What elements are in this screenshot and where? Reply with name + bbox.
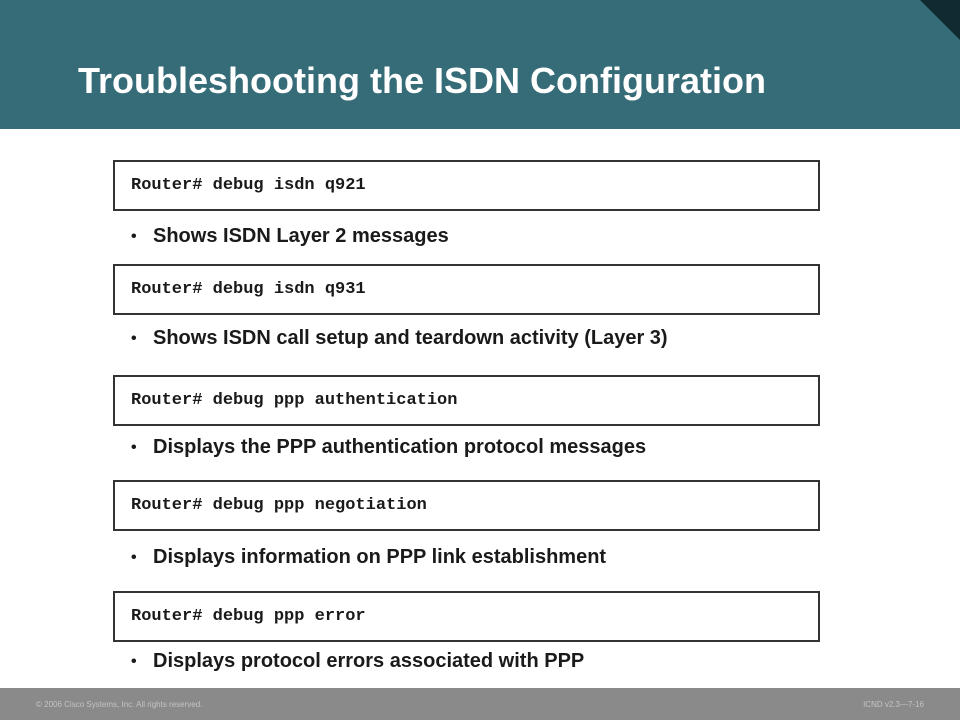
command-box: Router# debug isdn q931 bbox=[113, 264, 820, 315]
bullet-item: • Displays information on PPP link estab… bbox=[131, 546, 606, 569]
command-text: Router# debug ppp negotiation bbox=[131, 496, 427, 515]
bullet-text: Displays information on PPP link establi… bbox=[153, 546, 607, 568]
bullet-icon: • bbox=[131, 227, 137, 245]
bullet-item: • Displays the PPP authentication protoc… bbox=[131, 436, 646, 459]
slide-title: Troubleshooting the ISDN Configuration bbox=[78, 60, 766, 101]
command-text: Router# debug isdn q921 bbox=[131, 176, 366, 195]
footer-bar: © 2006 Cisco Systems, Inc. All rights re… bbox=[0, 688, 960, 720]
command-text: Router# debug ppp authentication bbox=[131, 391, 458, 410]
bullet-text: Displays the PPP authentication protocol… bbox=[153, 436, 647, 458]
command-box: Router# debug ppp negotiation bbox=[113, 480, 820, 531]
bullet-item: • Shows ISDN call setup and teardown act… bbox=[131, 327, 668, 350]
command-text: Router# debug isdn q931 bbox=[131, 280, 366, 299]
bullet-text: Displays protocol errors associated with… bbox=[153, 650, 585, 672]
command-box: Router# debug ppp error bbox=[113, 591, 820, 642]
bullet-icon: • bbox=[131, 438, 137, 456]
bullet-icon: • bbox=[131, 548, 137, 566]
command-box: Router# debug isdn q921 bbox=[113, 160, 820, 211]
command-text: Router# debug ppp error bbox=[131, 607, 366, 626]
bullet-text: Shows ISDN call setup and teardown activ… bbox=[153, 327, 668, 349]
page-reference: ICND v2.3—7-16 bbox=[863, 700, 924, 709]
command-box: Router# debug ppp authentication bbox=[113, 375, 820, 426]
bullet-icon: • bbox=[131, 652, 137, 670]
corner-triangle bbox=[920, 0, 960, 40]
copyright-text: © 2006 Cisco Systems, Inc. All rights re… bbox=[36, 700, 203, 709]
title-banner: Troubleshooting the ISDN Configuration bbox=[0, 0, 960, 129]
bullet-item: • Displays protocol errors associated wi… bbox=[131, 650, 584, 673]
bullet-text: Shows ISDN Layer 2 messages bbox=[153, 225, 449, 247]
bullet-item: • Shows ISDN Layer 2 messages bbox=[131, 225, 449, 248]
bullet-icon: • bbox=[131, 329, 137, 347]
